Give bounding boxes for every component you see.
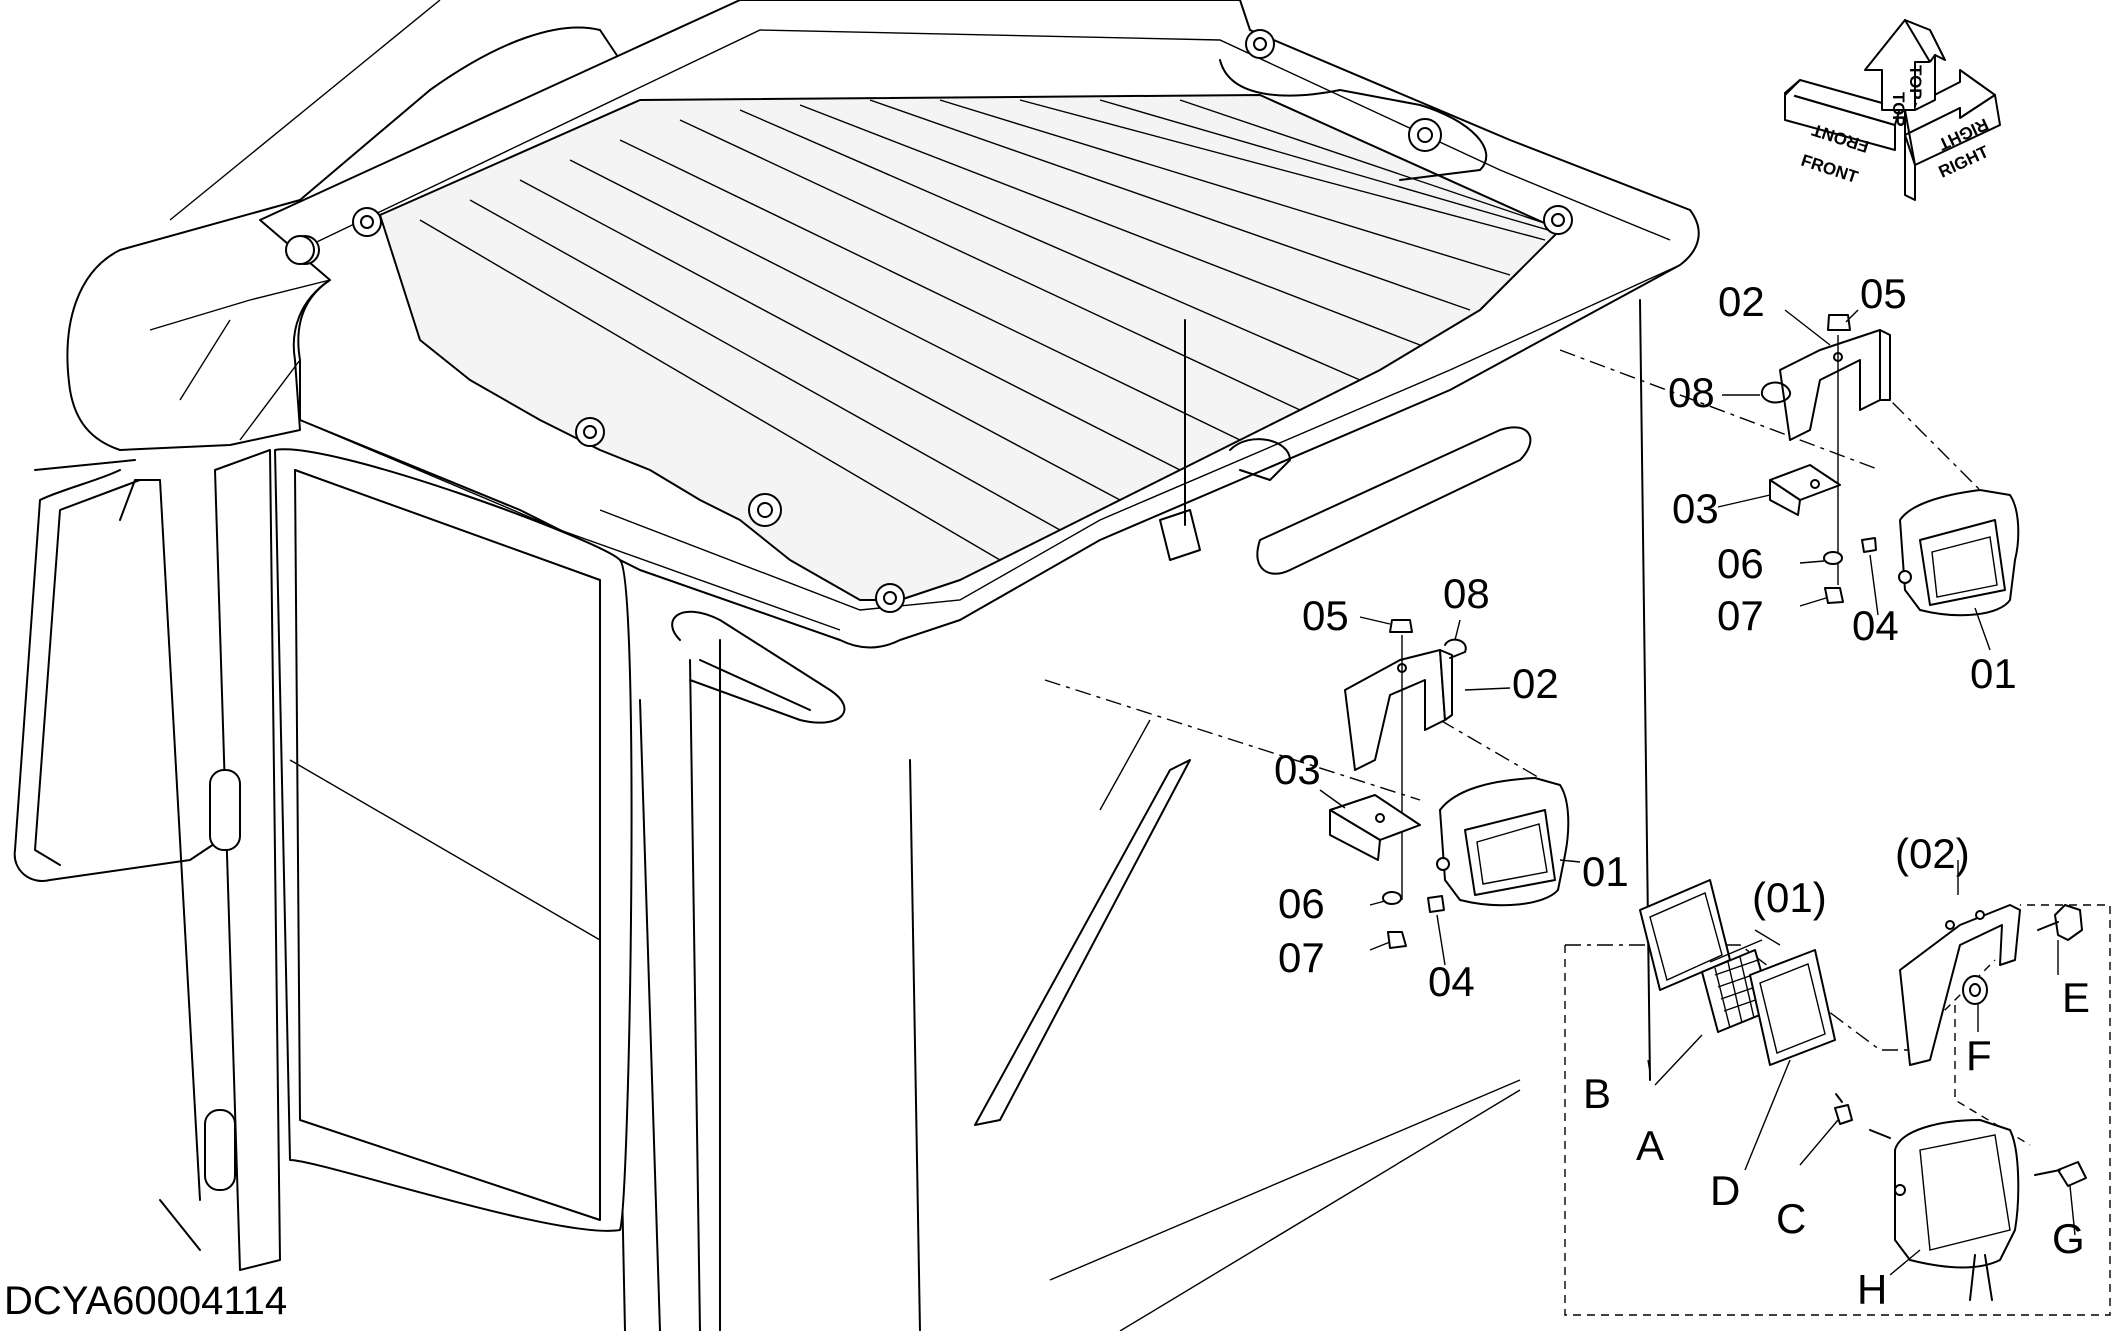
callout-right-01: 01: [1970, 650, 2017, 697]
orientation-top-label: TOP: [1889, 92, 1908, 127]
callout-detail-bracket: (02): [1895, 830, 1970, 877]
callout-right-04: 04: [1852, 602, 1899, 649]
callout-left-02: 02: [1512, 660, 1559, 707]
callout-left-05: 05: [1302, 592, 1349, 639]
callout-right-05: 05: [1860, 270, 1907, 317]
callout-right-06: 06: [1717, 540, 1764, 587]
drawing-code: DCYA60004114: [4, 1279, 287, 1323]
callout-detail-D: D: [1710, 1167, 1740, 1214]
callout-left-08: 08: [1443, 570, 1490, 617]
callout-detail-B: B: [1583, 1070, 1611, 1117]
callout-detail-A: A: [1636, 1122, 1664, 1169]
roof-bolt-icons: [285, 29, 1573, 613]
callout-left-07: 07: [1278, 934, 1325, 981]
callout-left-03: 03: [1274, 746, 1321, 793]
detail-inset: [1564, 860, 2111, 1316]
orientation-front-label: FRONT: [1799, 151, 1861, 187]
callout-right-07: 07: [1717, 592, 1764, 639]
right-work-lamp-assembly: [1559, 309, 2020, 651]
callout-detail-G: G: [2052, 1215, 2085, 1262]
callout-detail-F: F: [1966, 1032, 1992, 1079]
callout-right-02: 02: [1718, 278, 1765, 325]
callout-detail-E: E: [2062, 974, 2090, 1021]
orientation-top-mirror-label: TOP: [1906, 65, 1925, 100]
callout-detail-C: C: [1776, 1195, 1806, 1242]
callout-right-03: 03: [1672, 485, 1719, 532]
callout-detail-lamp: (01): [1752, 874, 1827, 921]
orientation-arrows-icon: [1784, 19, 2001, 201]
callout-left-01: 01: [1582, 848, 1629, 895]
cab-body: [13, 0, 1700, 1331]
callout-left-04: 04: [1428, 958, 1475, 1005]
callout-right-08: 08: [1668, 369, 1715, 416]
callout-left-06: 06: [1278, 880, 1325, 927]
left-work-lamp-assembly: [1044, 616, 1581, 966]
callout-detail-H: H: [1857, 1266, 1887, 1313]
